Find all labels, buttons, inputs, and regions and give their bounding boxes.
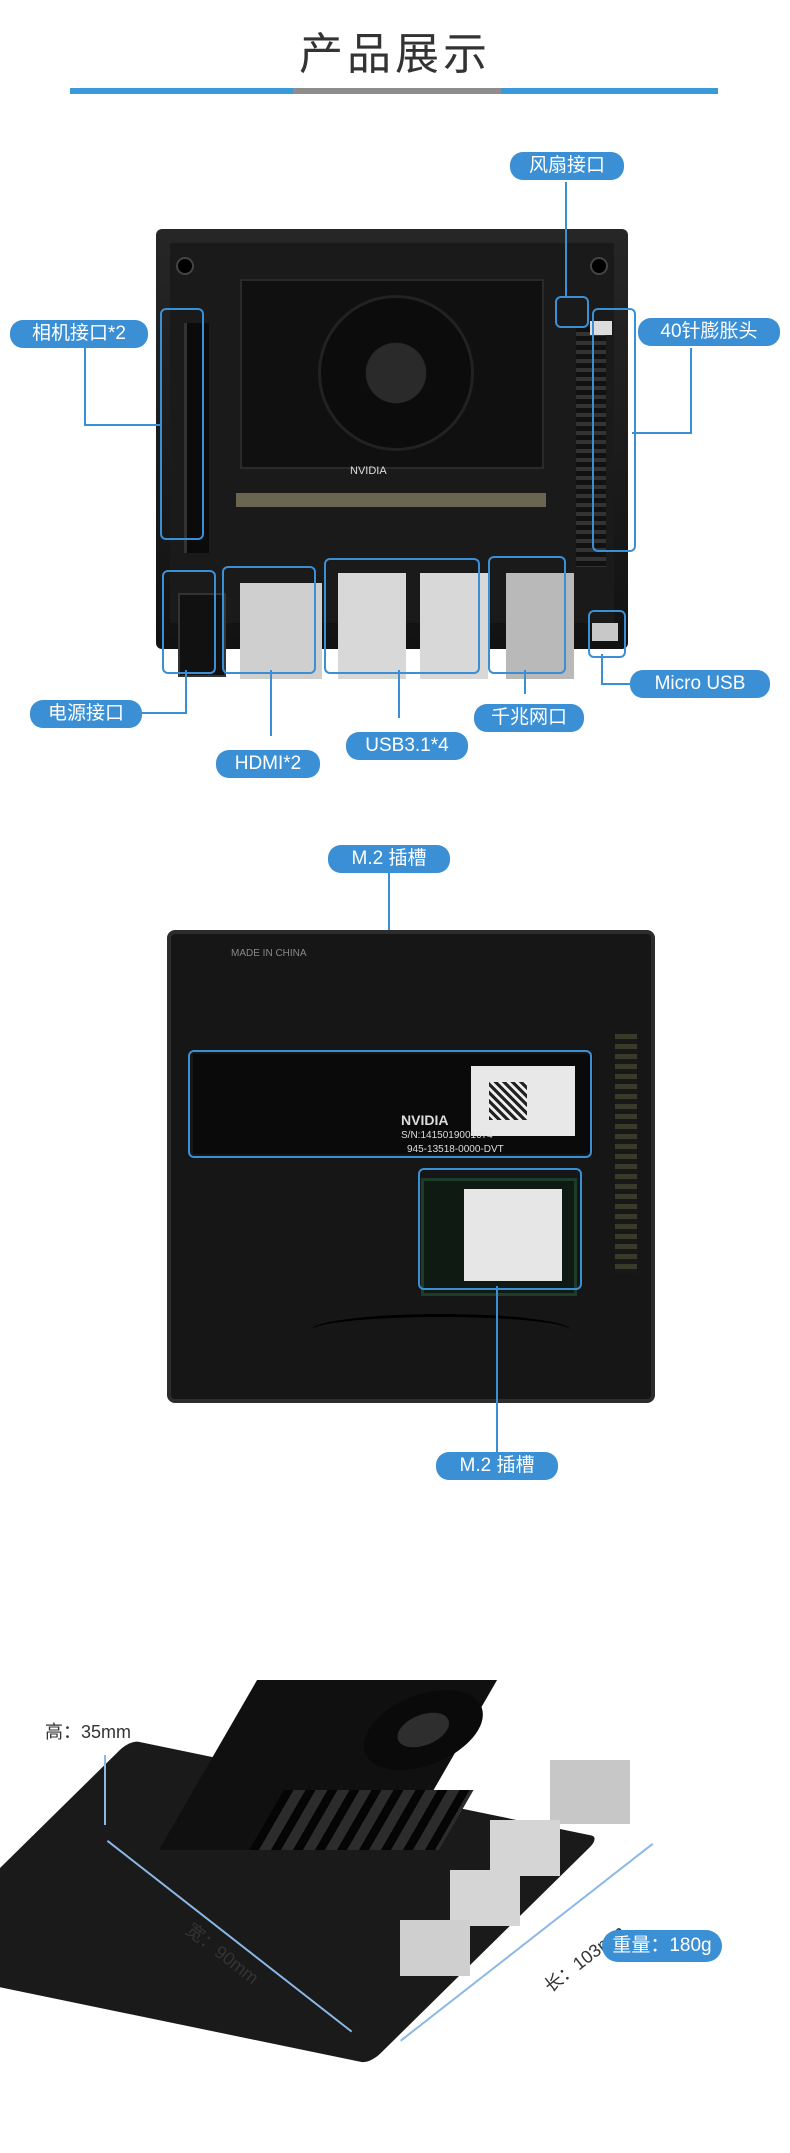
board-brand: NVIDIA [350,465,387,477]
mount-hole [176,257,194,275]
usb-highlight [324,558,480,674]
micro-usb-leader [601,683,637,685]
usb-port [490,1820,560,1876]
mount-hole [590,257,608,275]
antenna-cable [311,1314,571,1347]
compute-module [240,279,544,469]
camera-leader [84,348,86,424]
module-sticker [471,1066,575,1136]
usb-leader [398,670,400,718]
sodimm-slot [236,493,546,507]
title-underline [70,88,718,94]
gpio-highlight [592,308,636,552]
wifi-card-label [464,1189,562,1281]
micro-usb-leader [601,654,603,684]
micro-usb-port [592,623,618,641]
fan-leader [565,182,567,298]
gpio-leader [632,432,692,434]
wifi-card [421,1178,577,1296]
gpio-header [576,327,606,567]
camera-highlight [160,308,204,540]
pcb: NVIDIA [170,243,618,679]
height-dimension: 高：35mm [45,1722,132,1742]
ethernet-port [506,573,574,679]
part-number: 945-13518-0000-DVT [407,1144,504,1155]
board-top-view: NVIDIA [156,229,628,679]
fan-icon [345,1690,502,1770]
ethernet-leader [524,670,526,694]
hdmi-port [240,583,322,679]
board-text: MADE IN CHINA [231,948,307,959]
module-brand: NVIDIA [401,1112,449,1128]
power-highlight [162,570,216,674]
ethernet-highlight [488,556,566,674]
usb-port [420,573,488,679]
label-gpio: 40针膨胀头 [638,318,780,346]
gpio-pins [615,1034,637,1274]
camera-connector [184,323,209,553]
heatsink [158,1680,502,1850]
power-leader [140,712,187,714]
ethernet-port [550,1760,630,1824]
label-m2-bottom: M.2 插槽 [436,1452,558,1480]
fan-connector [590,321,612,335]
page-title: 产品展示 [299,30,491,79]
qr-code [489,1082,527,1120]
label-usb: USB3.1*4 [346,732,468,760]
hdmi-highlight [222,566,316,674]
fan-icon [318,295,474,451]
usb-port [338,573,406,679]
serial-number: S/N:1415019001074 [401,1130,493,1141]
fan-highlight [555,296,589,328]
label-micro-usb: Micro USB [630,670,770,698]
board-angled-view [0,1680,670,2064]
m2-bottom-leader [496,1286,498,1452]
power-leader [185,670,187,712]
board-bottom-view: MADE IN CHINA S/N:1415019001074 945-1351… [167,930,655,1403]
label-hdmi: HDMI*2 [216,750,320,778]
label-fan: 风扇接口 [510,152,624,180]
dc-power-jack [178,593,226,677]
weight-badge: 重量：180g [602,1930,722,1962]
micro-usb-highlight [588,610,626,658]
usb-port [450,1870,520,1926]
m2-top-highlight [188,1050,592,1158]
heatsink-fins [248,1790,474,1850]
label-camera: 相机接口*2 [10,320,148,348]
title-underline-center [293,88,501,94]
hdmi-leader [270,670,272,736]
gpio-leader [690,348,692,432]
m2-bottom-highlight [418,1168,582,1290]
camera-leader [84,424,162,426]
label-power: 电源接口 [30,700,142,728]
hdmi-port [400,1920,470,1976]
label-m2-top: M.2 插槽 [328,845,450,873]
height-line [104,1755,106,1825]
label-ethernet: 千兆网口 [474,704,584,732]
